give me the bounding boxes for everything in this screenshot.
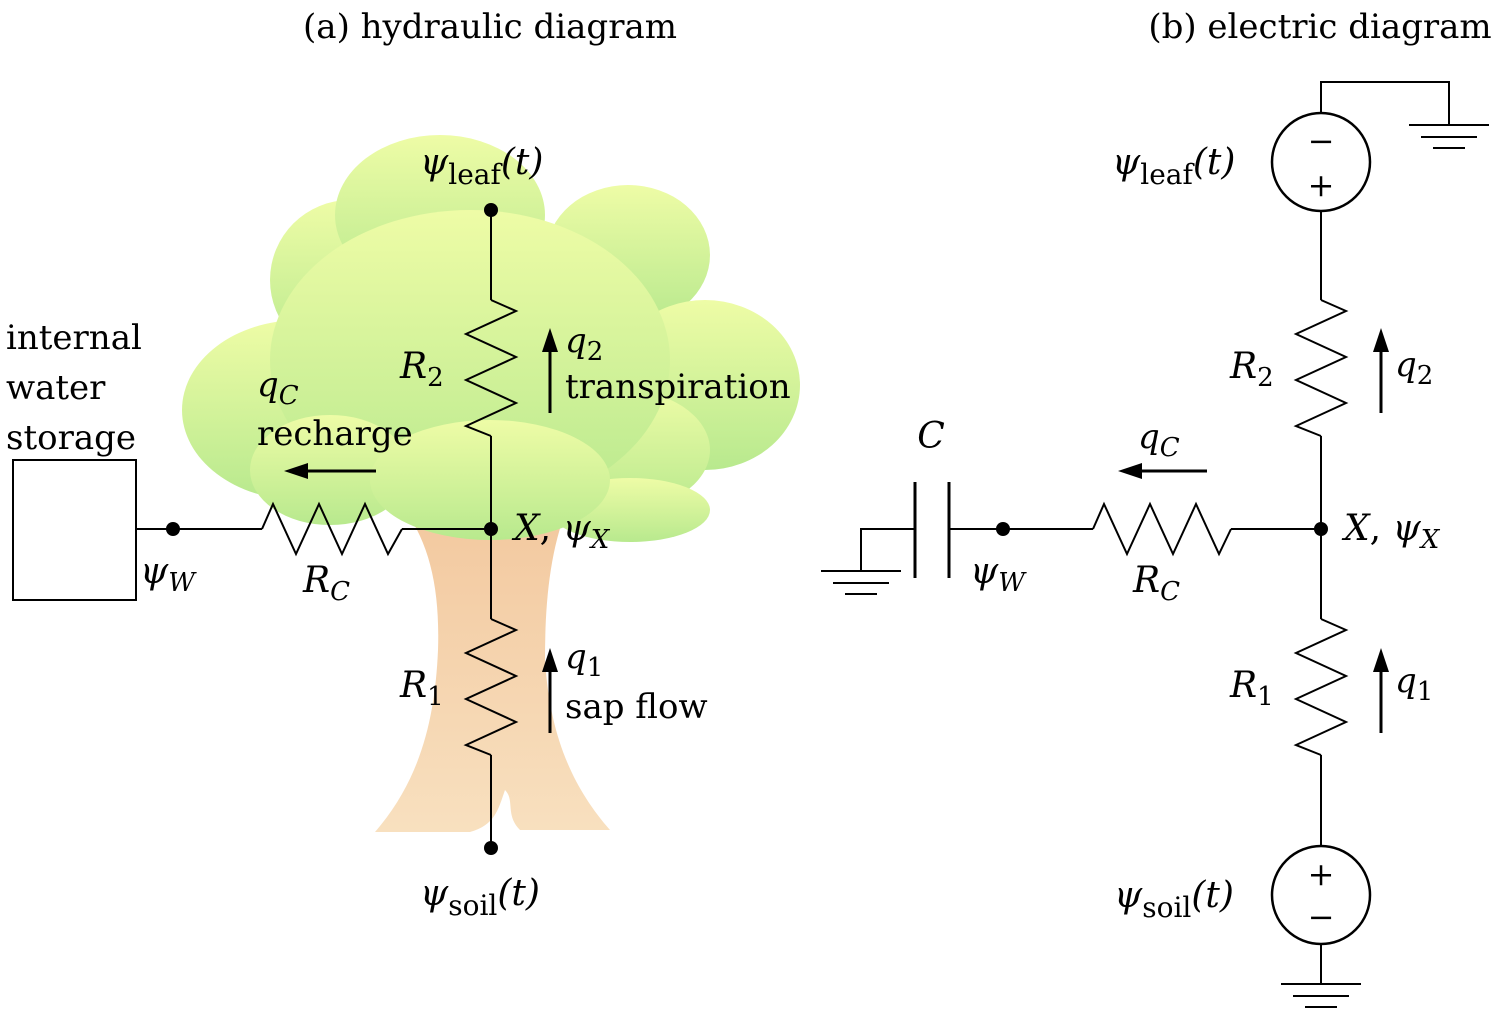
wire-b-top-ground: [1320, 81, 1450, 125]
panel-b-electric: (b) electric diagram − + + −: [821, 7, 1492, 1008]
water-storage-box: [12, 459, 137, 601]
storage-label-line-1: internal: [6, 318, 142, 358]
label-a-node-x: X, ψX: [511, 508, 611, 555]
resistor-b-r1: [1293, 618, 1349, 756]
storage-label-line-3: storage: [6, 418, 136, 458]
label-a-transpiration: transpiration: [565, 367, 791, 407]
label-a-psi-leaf: ψleaf(t): [420, 142, 543, 191]
label-a-r2: R2: [399, 346, 444, 393]
resistor-b-rc: [1092, 501, 1232, 557]
node-a-leaf: [484, 203, 498, 217]
label-a-sap-flow: sap flow: [565, 687, 708, 727]
ground-b-bottom: [1281, 983, 1361, 1008]
label-a-qc: qC: [257, 365, 299, 411]
panel-b-title: (b) electric diagram: [1148, 7, 1491, 47]
label-b-psi-soil: ψsoil(t): [1114, 875, 1234, 924]
node-b-x: [1314, 522, 1328, 536]
label-a-q2: q2: [565, 321, 603, 367]
label-b-rc: RC: [1132, 560, 1180, 607]
label-b-capacitor: C: [917, 416, 945, 457]
tree-trunk: [375, 490, 610, 832]
label-a-q1: q1: [565, 637, 603, 683]
node-a-soil: [484, 841, 498, 855]
arrow-b-q1: [1373, 648, 1389, 733]
ground-b-top: [1409, 124, 1489, 149]
label-b-node-x: X, ψX: [1341, 508, 1441, 555]
arrow-a-q2: [542, 328, 558, 413]
label-b-r1: R1: [1229, 665, 1274, 712]
arrow-a-qc: [284, 463, 376, 479]
source-b-soil-plus: +: [1308, 855, 1335, 893]
tree-canopy: [182, 135, 800, 542]
storage-label: internal water storage: [6, 318, 142, 458]
label-b-q1: q1: [1395, 661, 1433, 707]
label-b-psi-w: ψW: [970, 551, 1027, 598]
resistor-a-rc: [261, 501, 403, 557]
label-a-r1: R1: [399, 665, 444, 712]
node-b-w: [996, 522, 1010, 536]
resistor-b-r2: [1293, 299, 1349, 437]
node-a-w: [166, 522, 180, 536]
panel-a-title: (a) hydraulic diagram: [303, 7, 677, 47]
arrow-b-qc: [1118, 463, 1207, 479]
label-a-rc: RC: [302, 560, 350, 607]
source-b-soil-minus: −: [1308, 898, 1335, 936]
resistor-a-r1: [463, 618, 519, 756]
storage-label-line-2: water: [6, 368, 106, 408]
source-b-leaf-plus: +: [1308, 166, 1335, 204]
label-a-psi-soil: ψsoil(t): [420, 873, 540, 922]
label-b-qc: qC: [1138, 417, 1180, 463]
arrow-a-q1: [542, 648, 558, 733]
capacitor-b: [913, 482, 951, 578]
wire-b-cap-ground: [860, 528, 915, 571]
label-a-recharge: recharge: [257, 414, 413, 454]
source-b-leaf-minus: −: [1308, 122, 1335, 160]
label-a-psi-w: ψW: [140, 551, 197, 598]
label-b-psi-leaf: ψleaf(t): [1112, 142, 1235, 191]
panel-a-hydraulic: (a) hydraulic diagram internal water sto…: [6, 7, 800, 922]
node-a-x: [484, 522, 498, 536]
arrow-b-q2: [1373, 328, 1389, 413]
ground-b-cap: [821, 570, 901, 595]
label-b-q2: q2: [1395, 345, 1433, 391]
label-b-r2: R2: [1229, 346, 1274, 393]
resistor-a-r2: [463, 299, 519, 437]
